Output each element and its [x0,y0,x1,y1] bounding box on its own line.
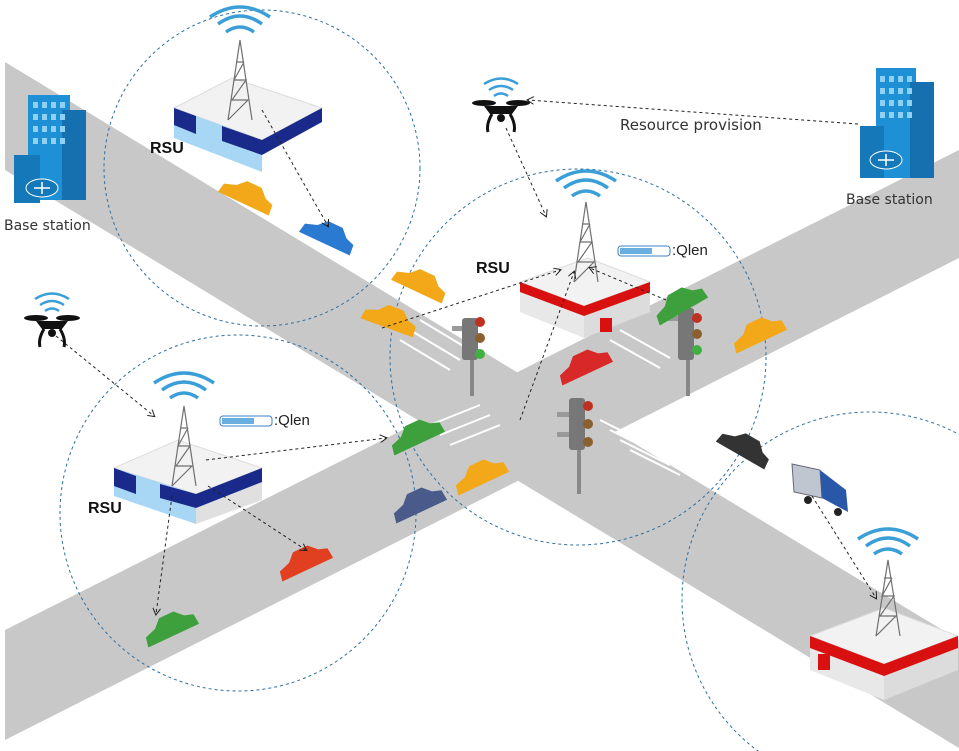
resource-provision-label: Resource provision [620,116,762,134]
router-icon [869,150,903,170]
rsu-bottom-left-label: RSU [88,500,122,517]
coverage-circle-center [389,168,767,546]
signal-icon [209,5,271,34]
tower-icon [875,559,901,637]
tower-icon [227,39,253,121]
qlen-center-label: :Qlen [672,242,708,259]
rsu-top-left-label: RSU [150,140,184,157]
drone-top [472,77,530,133]
rsu-center [518,169,652,338]
queue-bar-center [617,245,671,257]
communication-links [55,100,876,614]
signal-icon [555,169,617,198]
signal-icon [153,371,215,400]
qlen-bottom-left-label: :Qlen [274,412,310,429]
crosswalks [399,309,681,476]
truck-icon [791,463,848,516]
road-diagonal-cross [5,150,959,740]
signal-icon [857,527,919,556]
vehicles [139,171,848,648]
rsu-bottom-left [112,371,264,524]
coverage-circle-top-left [103,9,421,327]
base-station-left-label: Base station [4,218,91,234]
drone-icon [24,315,80,348]
queue-bar-icon [617,245,671,257]
queue-bar-bottom-left [219,415,273,427]
car-icon [390,259,451,304]
roads [5,62,959,748]
traffic-light-center [557,398,593,494]
coverage-circle-bottom-right [681,411,959,751]
base-station-left [14,95,86,203]
rsu-bottom-right [808,527,959,700]
base-station-right [860,68,934,178]
drone-left [24,292,80,348]
traffic-light-right [668,308,702,396]
router-icon [25,178,59,198]
queue-bar-icon [219,415,273,427]
drone-icon [472,100,530,133]
traffic-light-left [452,317,485,396]
rsu-top-left [172,5,324,172]
tower-icon [171,405,197,487]
rsu-center-label: RSU [476,260,510,277]
car-icon [715,422,776,470]
tower-icon [573,201,599,283]
base-station-right-label: Base station [846,192,933,208]
